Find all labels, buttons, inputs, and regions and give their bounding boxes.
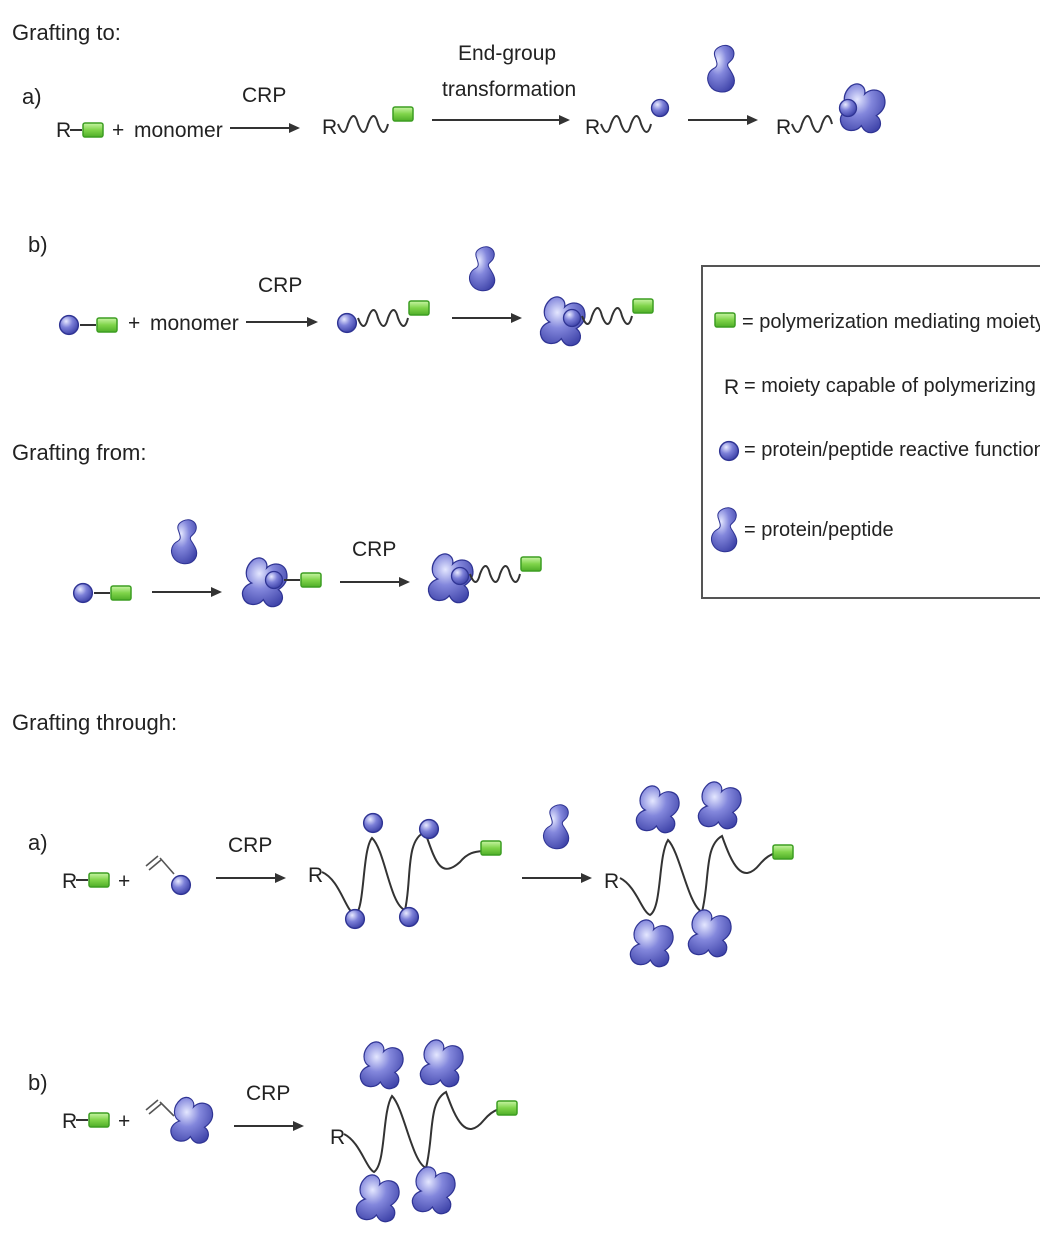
green-square-icon xyxy=(520,556,542,572)
legend-r-symbol: R xyxy=(724,376,739,399)
green-square-icon xyxy=(480,840,502,856)
label-a: a) xyxy=(28,830,48,855)
legend-protein: = protein/peptide xyxy=(744,519,894,541)
blue-sphere-icon xyxy=(562,308,582,328)
blue-sphere-icon xyxy=(418,818,440,840)
green-square-icon xyxy=(392,106,414,122)
green-square-icon xyxy=(96,317,118,333)
protein-blob-icon xyxy=(697,781,742,830)
green-square-icon xyxy=(82,122,104,138)
green-square-icon xyxy=(88,872,110,888)
legend-box xyxy=(701,265,1040,599)
protein-blob-icon xyxy=(635,785,680,834)
r-symbol: R xyxy=(776,116,791,139)
blue-sphere-icon xyxy=(344,908,366,930)
protein-blob-icon xyxy=(542,803,570,850)
green-square-icon xyxy=(632,298,654,314)
blue-sphere-icon xyxy=(336,312,358,334)
transformation-label: transformation xyxy=(442,78,576,101)
section-title-grafting-from: Grafting from: xyxy=(12,440,146,465)
green-square-icon xyxy=(496,1100,518,1116)
protein-blob-icon xyxy=(706,44,736,93)
crp-label: CRP xyxy=(228,834,272,857)
protein-blob-icon xyxy=(687,909,732,958)
label-a: a) xyxy=(22,84,42,109)
monomer-label: monomer xyxy=(134,119,223,142)
plus-sign: + xyxy=(118,1110,130,1133)
protein-blob-icon xyxy=(629,919,674,968)
r-symbol: R xyxy=(308,864,323,887)
blue-sphere-icon xyxy=(398,906,420,928)
r-symbol: R xyxy=(56,119,71,142)
crp-label: CRP xyxy=(246,1082,290,1105)
blue-sphere-icon xyxy=(170,874,192,896)
polymer-chain xyxy=(357,309,409,327)
plus-sign: + xyxy=(112,119,124,142)
plus-sign: + xyxy=(118,870,130,893)
blue-sphere-icon xyxy=(838,98,858,118)
green-square-icon xyxy=(772,844,794,860)
blue-sphere-icon xyxy=(264,570,284,590)
blue-sphere-icon xyxy=(72,582,94,604)
plus-sign: + xyxy=(128,312,140,335)
r-symbol: R xyxy=(604,870,619,893)
r-symbol: R xyxy=(585,116,600,139)
blue-sphere-icon xyxy=(650,98,670,118)
polymer-chain xyxy=(581,307,633,325)
blue-sphere-icon xyxy=(362,812,384,834)
blue-sphere-icon xyxy=(58,314,80,336)
protein-blob-icon xyxy=(468,245,496,292)
protein-blob-icon xyxy=(419,1039,464,1088)
polymer-chain xyxy=(343,1090,513,1174)
green-square-icon xyxy=(714,312,736,328)
protein-blob-icon xyxy=(411,1166,456,1215)
r-symbol: R xyxy=(62,870,77,893)
legend-reactive: = protein/peptide reactive functional gr… xyxy=(744,439,1040,461)
vinyl-icon xyxy=(145,855,175,875)
label-b: b) xyxy=(28,232,48,257)
polymer-chain xyxy=(321,830,491,917)
r-symbol: R xyxy=(62,1110,77,1133)
label-b: b) xyxy=(28,1070,48,1095)
protein-blob-icon xyxy=(710,506,738,553)
green-square-icon xyxy=(88,1112,110,1128)
legend-pmm: = polymerization mediating moiety xyxy=(742,311,1040,333)
vinyl-icon xyxy=(145,1099,175,1117)
protein-blob-icon xyxy=(355,1174,400,1223)
polymer-chain xyxy=(791,115,833,133)
protein-blob-icon xyxy=(170,518,198,565)
polymer-chain xyxy=(469,565,521,583)
blue-sphere-icon xyxy=(718,440,740,462)
monomer-label: monomer xyxy=(150,312,239,335)
legend-r-desc: = moiety capable of polymerizing monomer xyxy=(744,375,1040,397)
r-symbol: R xyxy=(322,116,337,139)
protein-blob-icon xyxy=(359,1041,404,1090)
crp-label: CRP xyxy=(258,274,302,297)
green-square-icon xyxy=(110,585,132,601)
r-symbol: R xyxy=(330,1126,345,1149)
protein-blob-icon xyxy=(170,1096,214,1144)
polymer-chain xyxy=(619,834,791,917)
section-title-grafting-through: Grafting through: xyxy=(12,710,177,735)
blue-sphere-icon xyxy=(450,566,470,586)
green-square-icon xyxy=(300,572,322,588)
crp-label: CRP xyxy=(242,84,286,107)
end-group-label: End-group xyxy=(458,42,556,65)
crp-label: CRP xyxy=(352,538,396,561)
green-square-icon xyxy=(408,300,430,316)
section-title-grafting-to: Grafting to: xyxy=(12,20,121,45)
polymer-chain xyxy=(600,115,652,133)
polymer-chain xyxy=(337,115,389,133)
